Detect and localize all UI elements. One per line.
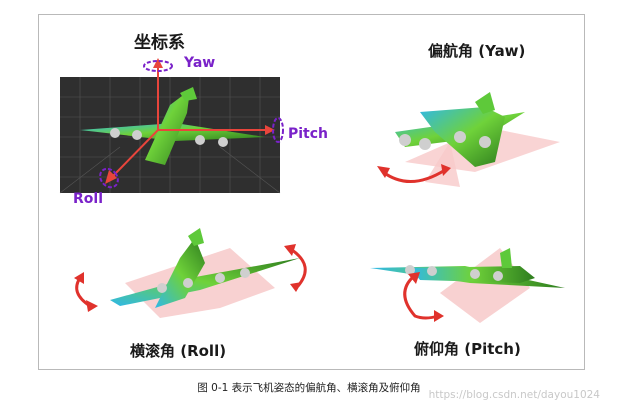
yaw-airplane [377, 92, 560, 187]
yaw-axis-label: Yaw [184, 55, 216, 71]
roll-axis-label: Roll [73, 191, 103, 207]
coord-system-title: 坐标系 [134, 33, 185, 53]
pitch-axis-label: Pitch [288, 126, 329, 142]
watermark: https://blog.csdn.net/dayou1024 [428, 389, 600, 401]
pitch-title: 俯仰角 (Pitch) [414, 340, 521, 358]
coord-axes [99, 58, 284, 189]
roll-title: 横滚角 (Roll) [130, 342, 227, 360]
figure-caption: 图 0-1 表示飞机姿态的偏航角、横滚角及俯仰角 [197, 382, 421, 394]
coord-airplane [80, 87, 265, 165]
roll-airplane [74, 228, 307, 318]
yaw-title: 偏航角 (Yaw) [428, 42, 526, 60]
pitch-airplane [370, 248, 565, 323]
